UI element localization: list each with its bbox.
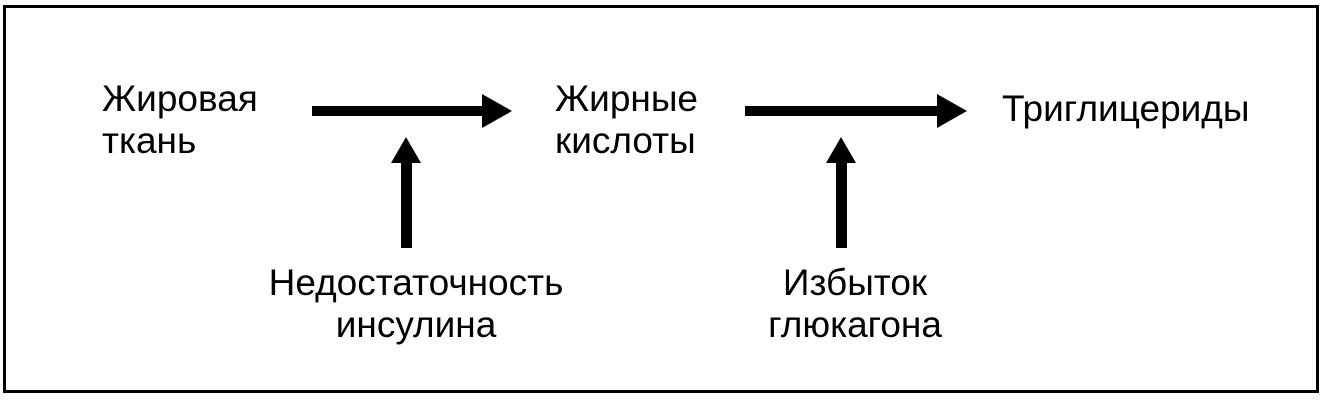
modifier-insulin-deficiency: Недостаточность инсулина [236, 262, 596, 346]
node-triglycerides: Триглицериды [1002, 88, 1250, 130]
node-fatty-acids: Жирные кислоты [555, 78, 698, 162]
node-adipose-line2: ткань [102, 120, 197, 161]
node-fatty-acids-line1: Жирные [555, 78, 699, 119]
node-adipose-tissue: Жировая ткань [102, 78, 258, 162]
modifier-glucagon-line1: Избыток [782, 262, 928, 303]
arrow-adipose-to-fatty-acids [312, 94, 512, 128]
modifier-insulin-line1: Недостаточность [268, 262, 564, 303]
arrow-glucagon-influence [826, 137, 856, 248]
diagram-frame [3, 5, 1319, 393]
node-triglycerides-line1: Триглицериды [1002, 88, 1250, 129]
modifier-glucagon-line2: глюкагона [768, 304, 942, 345]
arrow-insulin-influence [391, 137, 421, 248]
node-adipose-line1: Жировая [102, 78, 258, 119]
node-fatty-acids-line2: кислоты [555, 120, 696, 161]
modifier-glucagon-excess: Избыток глюкагона [740, 262, 970, 346]
modifier-insulin-line2: инсулина [335, 304, 497, 345]
arrow-fatty-acids-to-triglycerides [745, 94, 967, 128]
